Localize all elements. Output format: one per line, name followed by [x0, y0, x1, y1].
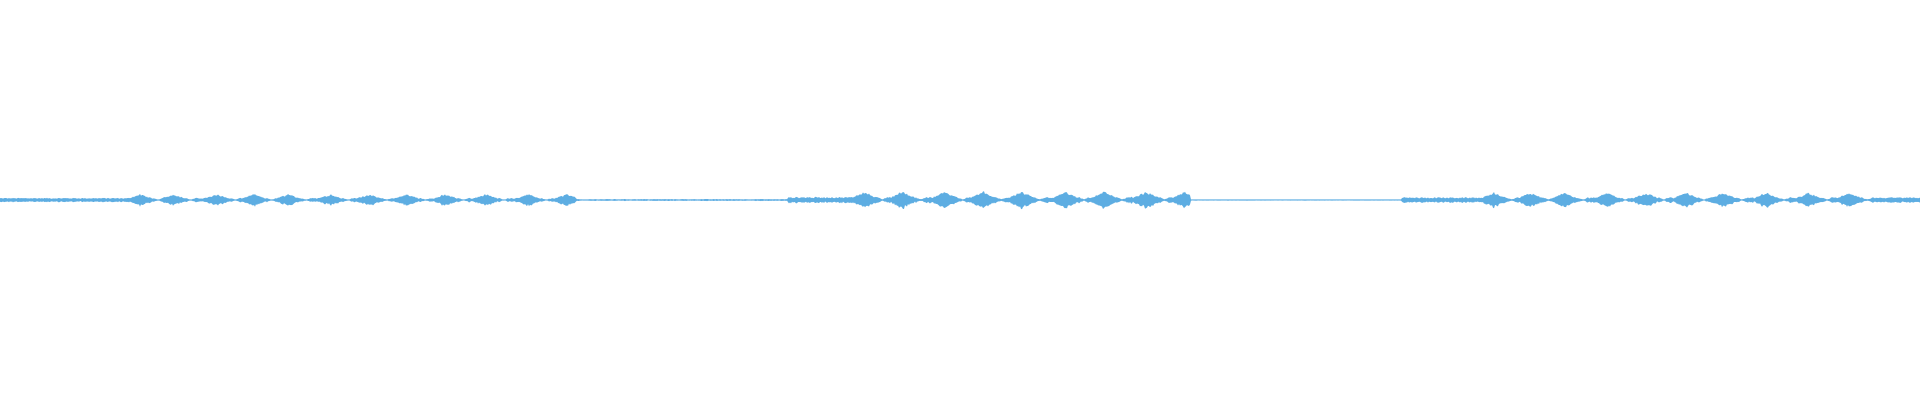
waveform-graphic [0, 191, 1920, 210]
